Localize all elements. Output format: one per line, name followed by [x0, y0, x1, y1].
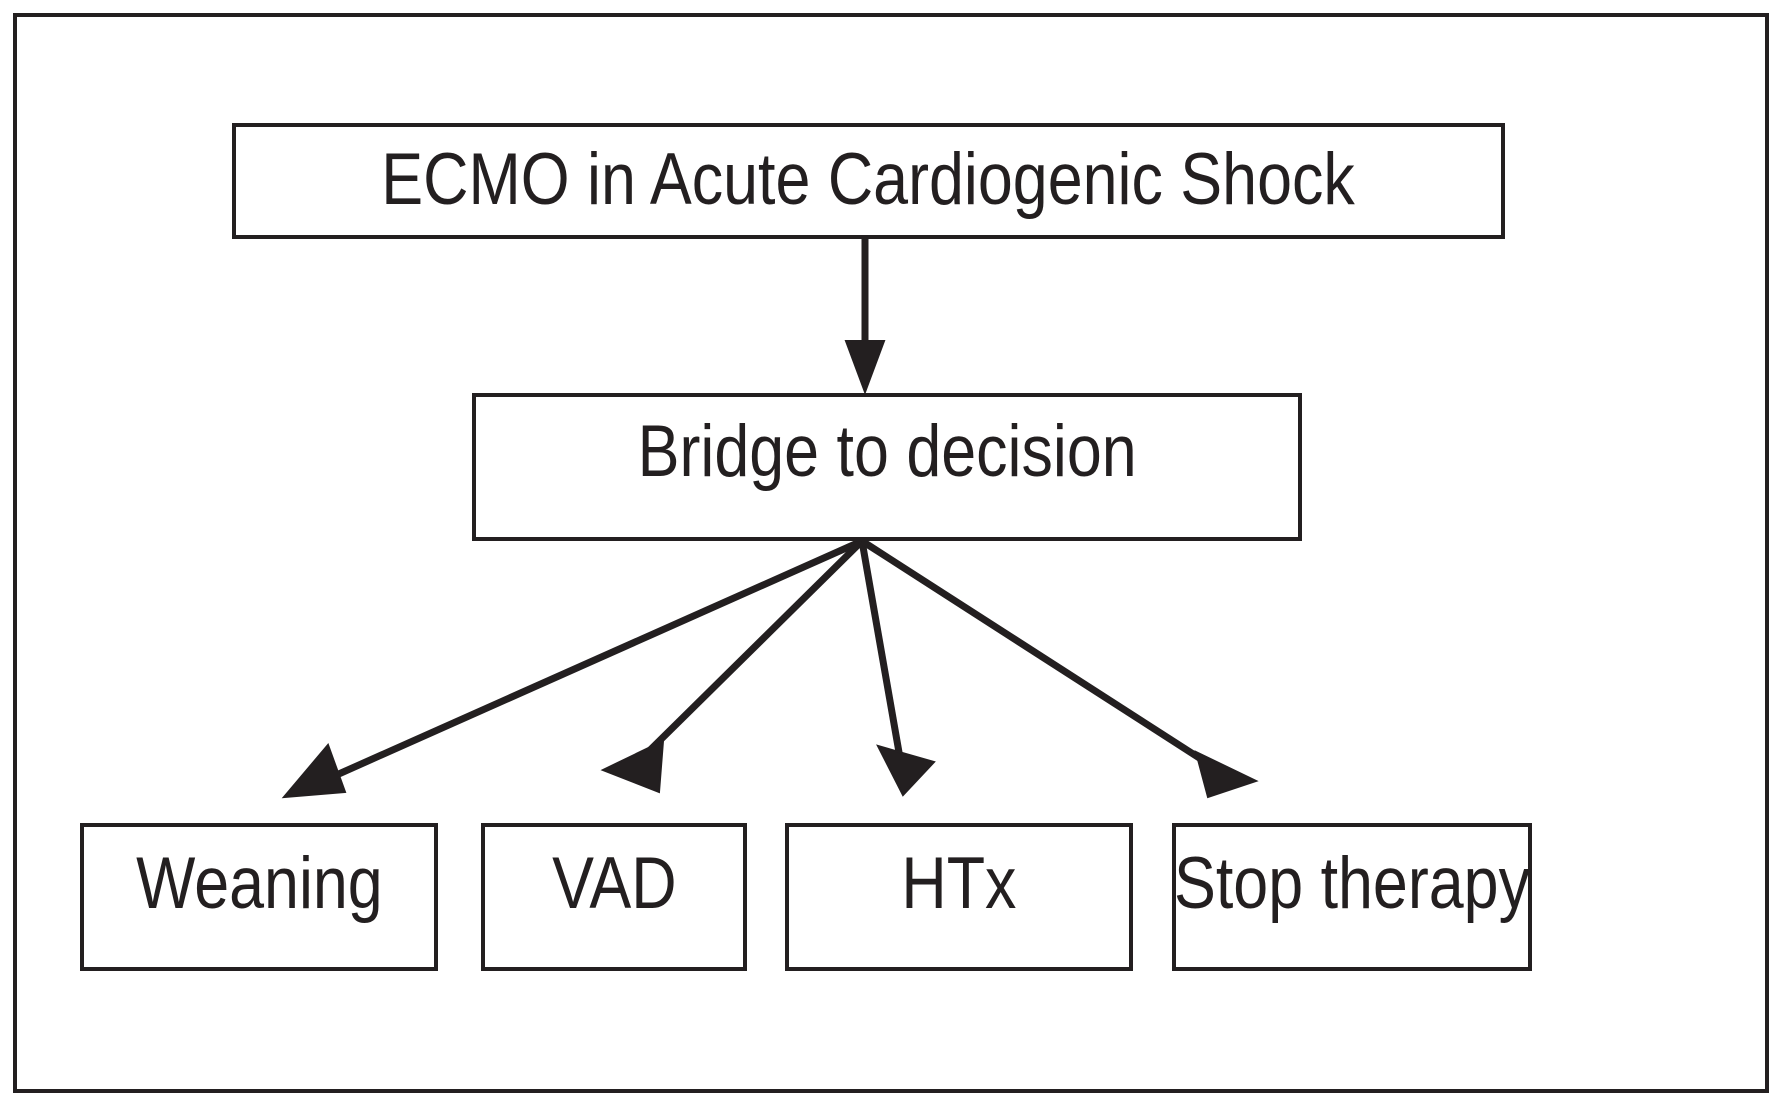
node-htx[interactable]: HTx	[785, 823, 1133, 971]
node-label-vad: VAD	[551, 843, 677, 924]
node-weaning[interactable]: Weaning	[80, 823, 438, 971]
node-label-weaning: Weaning	[135, 843, 383, 924]
node-vad[interactable]: VAD	[481, 823, 747, 971]
node-bridge-to-decision[interactable]: Bridge to decision	[472, 393, 1302, 541]
node-ecmo-in-acute-cardiogenic-shock[interactable]: ECMO in Acute Cardiogenic Shock	[232, 123, 1505, 239]
node-stop-therapy[interactable]: Stop therapy	[1172, 823, 1532, 971]
node-label-htx: HTx	[901, 843, 1017, 924]
node-label-stop-therapy: Stop therapy	[1174, 843, 1531, 924]
node-label-bridge-to-decision: Bridge to decision	[637, 411, 1137, 492]
node-label-root: ECMO in Acute Cardiogenic Shock	[381, 139, 1356, 220]
